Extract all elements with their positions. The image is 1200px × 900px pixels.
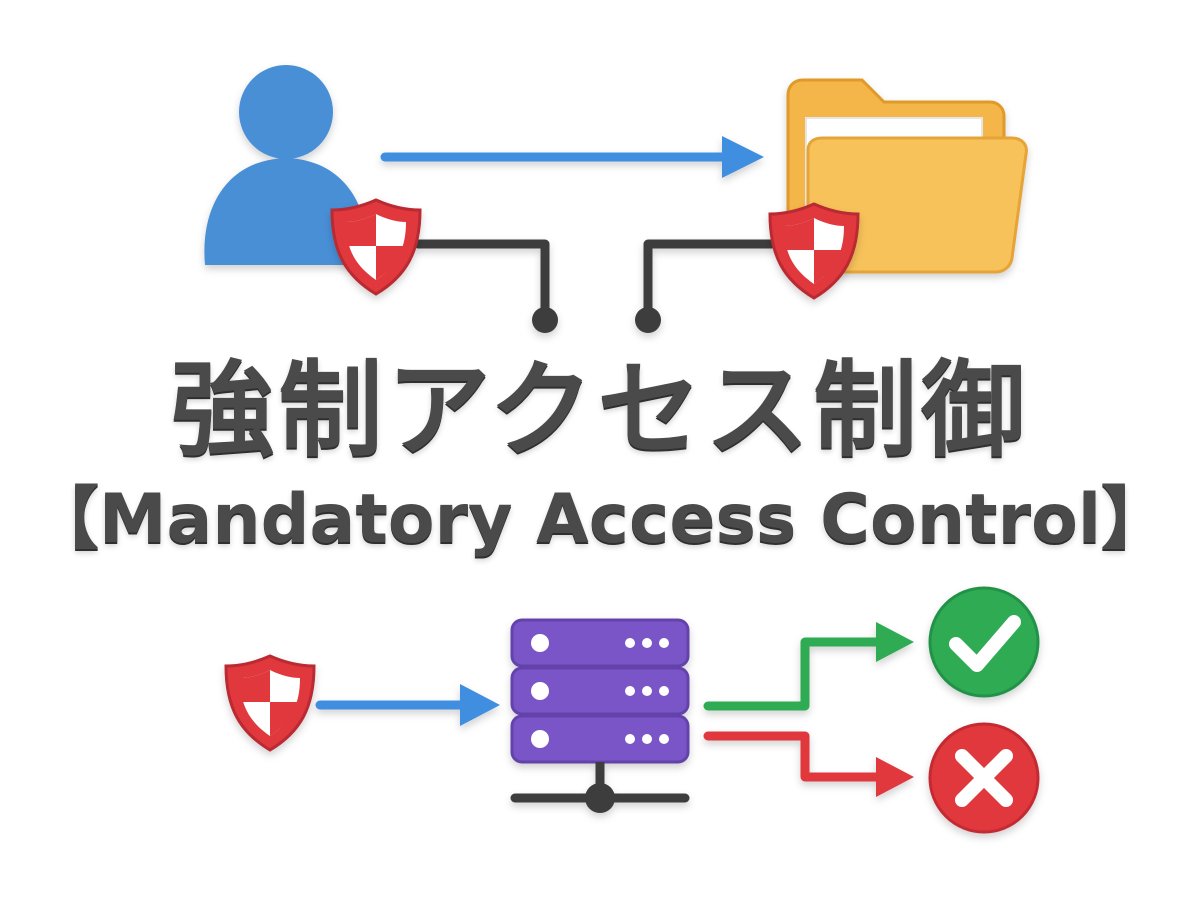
title-english: 【Mandatory Access Control】 bbox=[30, 480, 1170, 559]
connector-left bbox=[413, 239, 558, 333]
server-icon bbox=[510, 618, 690, 813]
flow-arrow-allow bbox=[703, 622, 914, 711]
connector-right bbox=[635, 239, 777, 333]
flow-arrow-deny bbox=[703, 731, 914, 797]
flow-arrow-policy-to-server bbox=[315, 684, 500, 726]
user-icon bbox=[204, 65, 368, 265]
shield-icon-policy bbox=[224, 654, 316, 752]
shield-icon-folder bbox=[768, 202, 860, 300]
flow-arrow-user-to-folder bbox=[380, 136, 764, 178]
title-japanese: 強制アクセス制御 bbox=[170, 349, 1030, 471]
check-icon bbox=[928, 586, 1040, 698]
shield-icon-user bbox=[330, 198, 422, 296]
cross-icon bbox=[928, 722, 1040, 834]
